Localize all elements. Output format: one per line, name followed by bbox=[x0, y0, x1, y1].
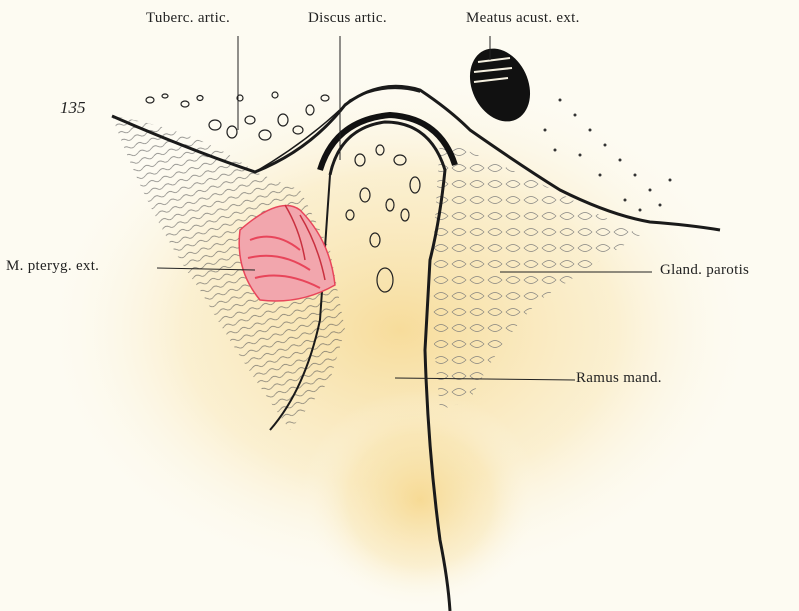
label-parotis: Gland. parotis bbox=[660, 262, 749, 279]
figure-number: 135 bbox=[60, 98, 86, 118]
label-meatus: Meatus acust. ext. bbox=[466, 10, 580, 27]
label-discus-artic: Discus artic. bbox=[308, 10, 387, 27]
label-ramus: Ramus mand. bbox=[576, 370, 662, 387]
label-tuberc-artic: Tuberc. artic. bbox=[146, 10, 230, 27]
label-pteryg: M. pteryg. ext. bbox=[6, 258, 99, 275]
background-wash-lower bbox=[300, 390, 540, 610]
